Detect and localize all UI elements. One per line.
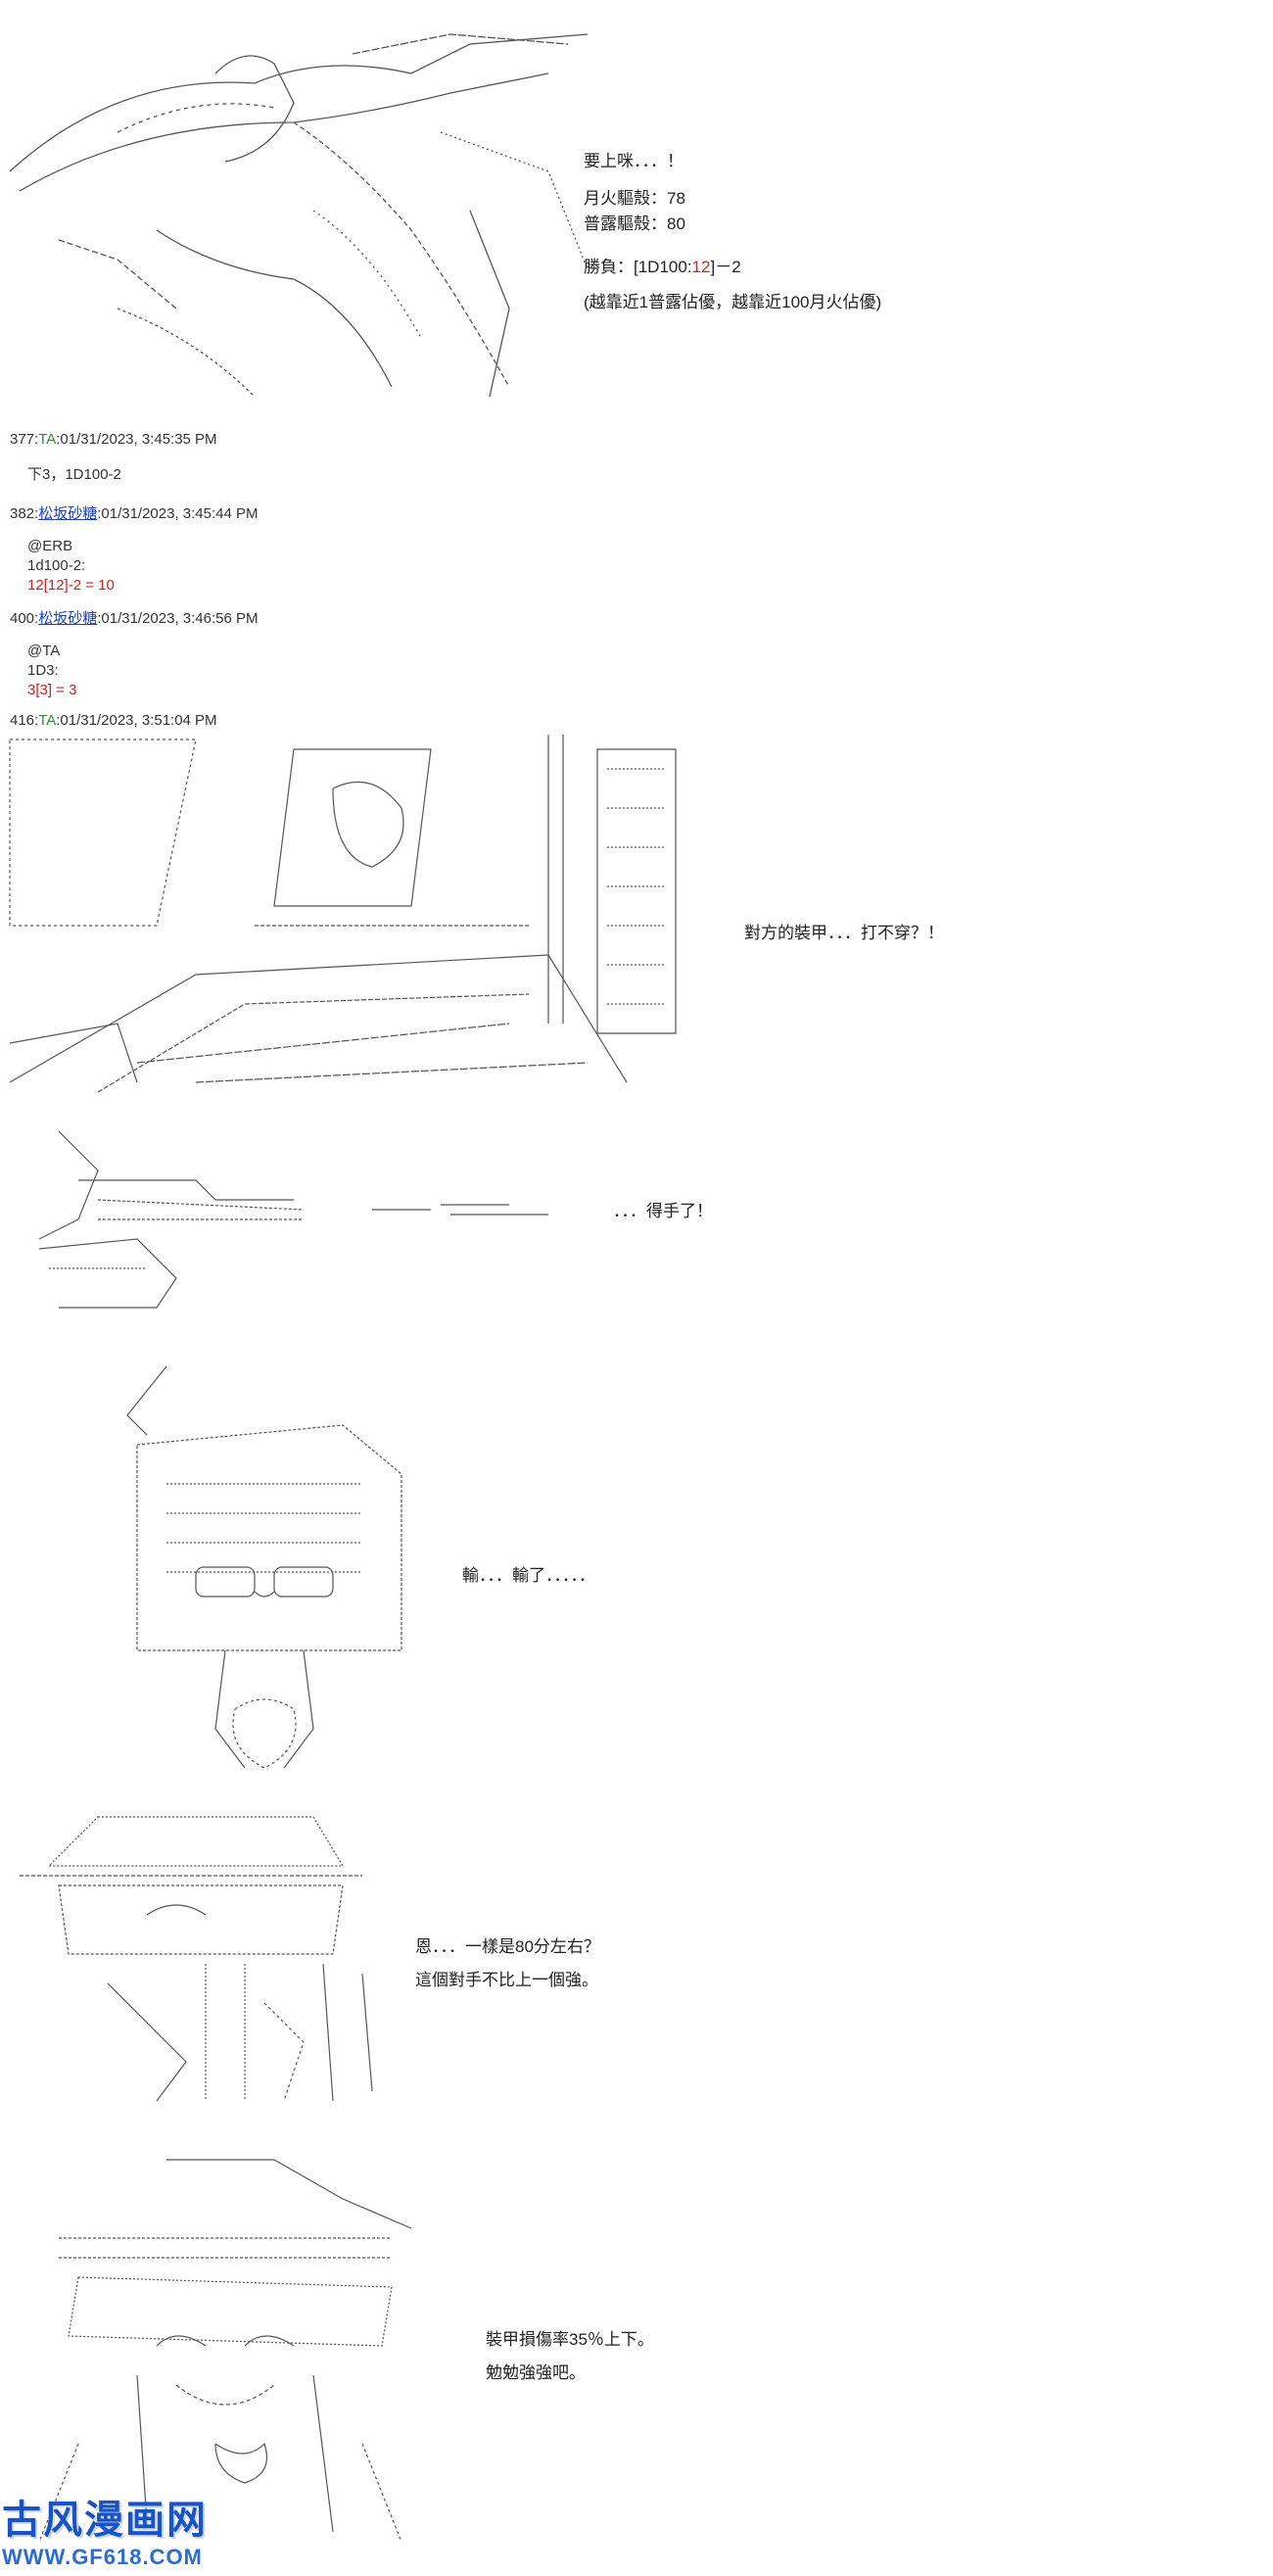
corridor-ascii-art bbox=[0, 730, 685, 1102]
soldier-ascii-art bbox=[10, 1807, 401, 2121]
post-382-user[interactable]: 松坂砂糖 bbox=[38, 505, 98, 522]
post-382-header: 382:松坂砂糖:01/31/2023, 3:45:44 PM bbox=[10, 505, 259, 522]
post-416-header: 416:TA:01/31/2023, 3:51:04 PM bbox=[10, 712, 217, 729]
watermark-title: 古风漫画网 bbox=[2, 2497, 208, 2543]
scene1-dialog: 要上咪．．．！ 月火驅殼：78 普露驅殼：80 勝負：[1D100:12]－2 … bbox=[584, 149, 881, 315]
scene6-line2: 勉勉強強吧。 bbox=[486, 2363, 586, 2382]
scene3-dialog: ．．．得手了！ bbox=[613, 1199, 713, 1224]
scene2-line1: 對方的裝甲．．．打不穿？！ bbox=[744, 924, 944, 942]
scene5-line1: 恩．．．一樣是80分左右？ bbox=[415, 1937, 600, 1956]
site-watermark: 古风漫画网 WWW.GF618.COM bbox=[2, 2488, 208, 2570]
scene6-dialog: 裝甲損傷率35％上下。 勉勉強強吧。 bbox=[486, 2327, 654, 2386]
post-382-body: @ERB 1d100-2: 12[12]-2 = 10 bbox=[27, 538, 115, 594]
masked-figure-ascii-art bbox=[108, 1357, 421, 1778]
roll-value: 12 bbox=[691, 258, 711, 276]
scene1-line1: 要上咪．．．！ bbox=[584, 152, 684, 170]
post-377-user[interactable]: TA bbox=[38, 431, 57, 448]
scene4-dialog: 輸．．．輸了．．．．． bbox=[462, 1563, 595, 1589]
scene1-line3: 普露驅殼：80 bbox=[584, 215, 685, 233]
post-377-body: 下3，1D100-2 bbox=[27, 466, 121, 483]
scene3-line1: ．．．得手了！ bbox=[613, 1202, 713, 1220]
post-377-header: 377:TA:01/31/2023, 3:45:35 PM bbox=[10, 431, 217, 448]
hooded-figure-ascii-art bbox=[20, 2150, 431, 2552]
gun-ascii-art bbox=[20, 1121, 568, 1317]
watermark-url: WWW.GF618.COM bbox=[2, 2545, 203, 2569]
scene6-line1: 裝甲損傷率35％上下。 bbox=[486, 2330, 654, 2349]
scene1-roll: 勝負：[1D100:12]－2 bbox=[584, 258, 741, 276]
post-400-user[interactable]: 松坂砂糖 bbox=[38, 610, 98, 627]
dragon-ascii-art bbox=[0, 15, 597, 406]
scene4-line1: 輸．．．輸了．．．．． bbox=[462, 1566, 595, 1585]
post-400-body: @TA 1D3: 3[3] = 3 bbox=[27, 643, 77, 698]
scene5-line2: 這個對手不比上一個強。 bbox=[415, 1971, 598, 1989]
scene2-dialog: 對方的裝甲．．．打不穿？！ bbox=[744, 921, 944, 946]
scene1-note: (越靠近1普露佔優，越靠近100月火佔優) bbox=[584, 293, 882, 311]
post-416-user[interactable]: TA bbox=[38, 712, 57, 729]
scene5-dialog: 恩．．．一樣是80分左右？ 這個對手不比上一個強。 bbox=[415, 1934, 600, 1993]
scene1-line2: 月火驅殼：78 bbox=[584, 189, 685, 208]
post-400-header: 400:松坂砂糖:01/31/2023, 3:46:56 PM bbox=[10, 610, 259, 627]
